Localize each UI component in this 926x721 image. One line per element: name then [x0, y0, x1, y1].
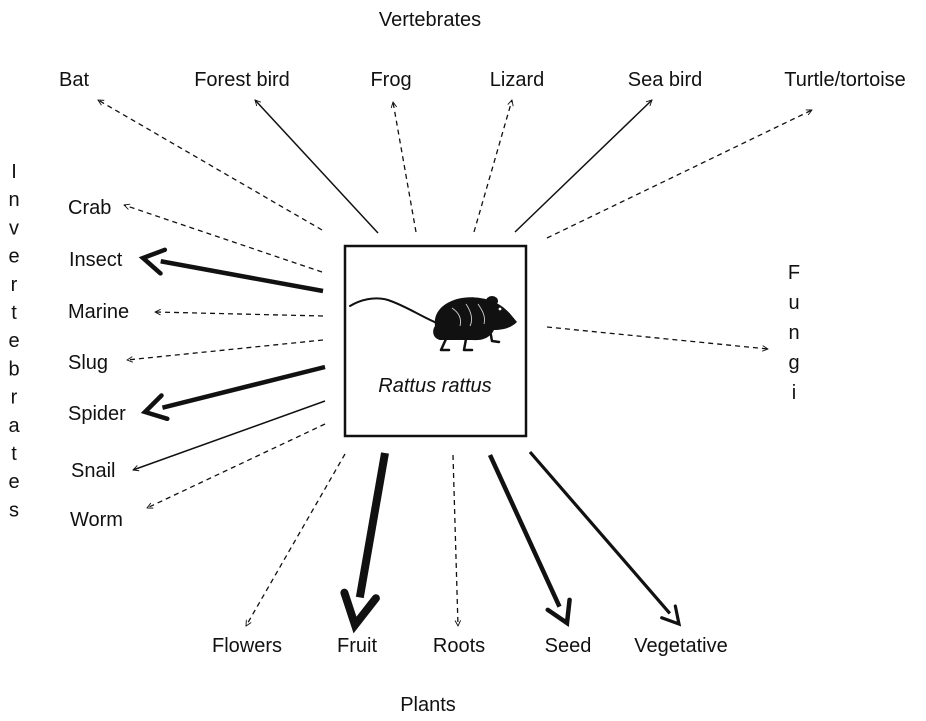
vertical-letter: r	[11, 387, 18, 409]
arrow-fruit	[344, 453, 385, 625]
arrow-bat	[98, 100, 322, 230]
target-label-vegetative: Vegetative	[634, 635, 727, 657]
arrow-worm	[147, 424, 325, 508]
target-label-marine: Marine	[68, 301, 129, 323]
arrow-sea-bird	[515, 100, 652, 232]
vertical-letter: a	[8, 415, 20, 437]
vertical-letter: e	[8, 330, 19, 352]
arrow-snail	[133, 401, 325, 470]
target-label-spider: Spider	[68, 403, 126, 425]
arrow-insect	[143, 250, 323, 291]
arrow-slug	[127, 340, 323, 360]
arrow-marine	[155, 312, 323, 316]
target-label-crab: Crab	[68, 197, 111, 219]
target-label-turtle-tortoise: Turtle/tortoise	[784, 69, 906, 91]
vertical-letter: t	[11, 302, 17, 324]
vertical-letter: n	[8, 189, 19, 211]
arrow-roots	[453, 455, 458, 626]
vertical-letter: i	[792, 382, 796, 404]
arrow-vegetative	[530, 452, 679, 624]
vertical-letter: r	[11, 274, 18, 296]
group-label-vertebrates: Vertebrates	[379, 9, 481, 31]
target-label-sea-bird: Sea bird	[628, 69, 703, 91]
vertical-letter: g	[788, 352, 799, 374]
vertical-letter: b	[8, 358, 19, 380]
target-label-worm: Worm	[70, 509, 123, 531]
target-label-snail: Snail	[71, 460, 115, 482]
vertical-letter: v	[9, 217, 19, 239]
vertical-letter: e	[8, 246, 19, 268]
target-label-insect: Insect	[69, 249, 123, 271]
target-label-frog: Frog	[370, 69, 411, 91]
target-label-roots: Roots	[433, 635, 485, 657]
center-node: Rattus rattus	[345, 246, 526, 436]
target-label-fruit: Fruit	[337, 635, 377, 657]
vertical-letter: u	[788, 292, 799, 314]
vertical-letter: e	[8, 471, 19, 493]
vertical-letter: n	[788, 322, 799, 344]
target-label-bat: Bat	[59, 69, 89, 91]
arrowhead	[344, 593, 376, 625]
target-label-lizard: Lizard	[490, 69, 544, 91]
vertical-letter: s	[9, 499, 19, 521]
arrow-frog	[393, 102, 416, 232]
center-label: Rattus rattus	[378, 375, 491, 397]
target-label-seed: Seed	[545, 635, 592, 657]
arrow-lizard	[474, 100, 512, 232]
arrow-fungi	[547, 327, 768, 349]
arrow-flowers	[246, 454, 345, 626]
vertical-letter: F	[788, 262, 800, 284]
arrow-forest-bird	[255, 100, 378, 233]
target-label-flowers: Flowers	[212, 635, 282, 657]
arrow-seed	[490, 455, 570, 623]
vertical-letter: I	[11, 161, 17, 183]
vertical-letter: t	[11, 443, 17, 465]
arrow-crab	[124, 205, 322, 272]
target-label-forest-bird: Forest bird	[194, 69, 290, 91]
arrow-turtle-tortoise	[547, 110, 812, 238]
group-label-plants: Plants	[400, 694, 456, 716]
target-label-slug: Slug	[68, 352, 108, 374]
